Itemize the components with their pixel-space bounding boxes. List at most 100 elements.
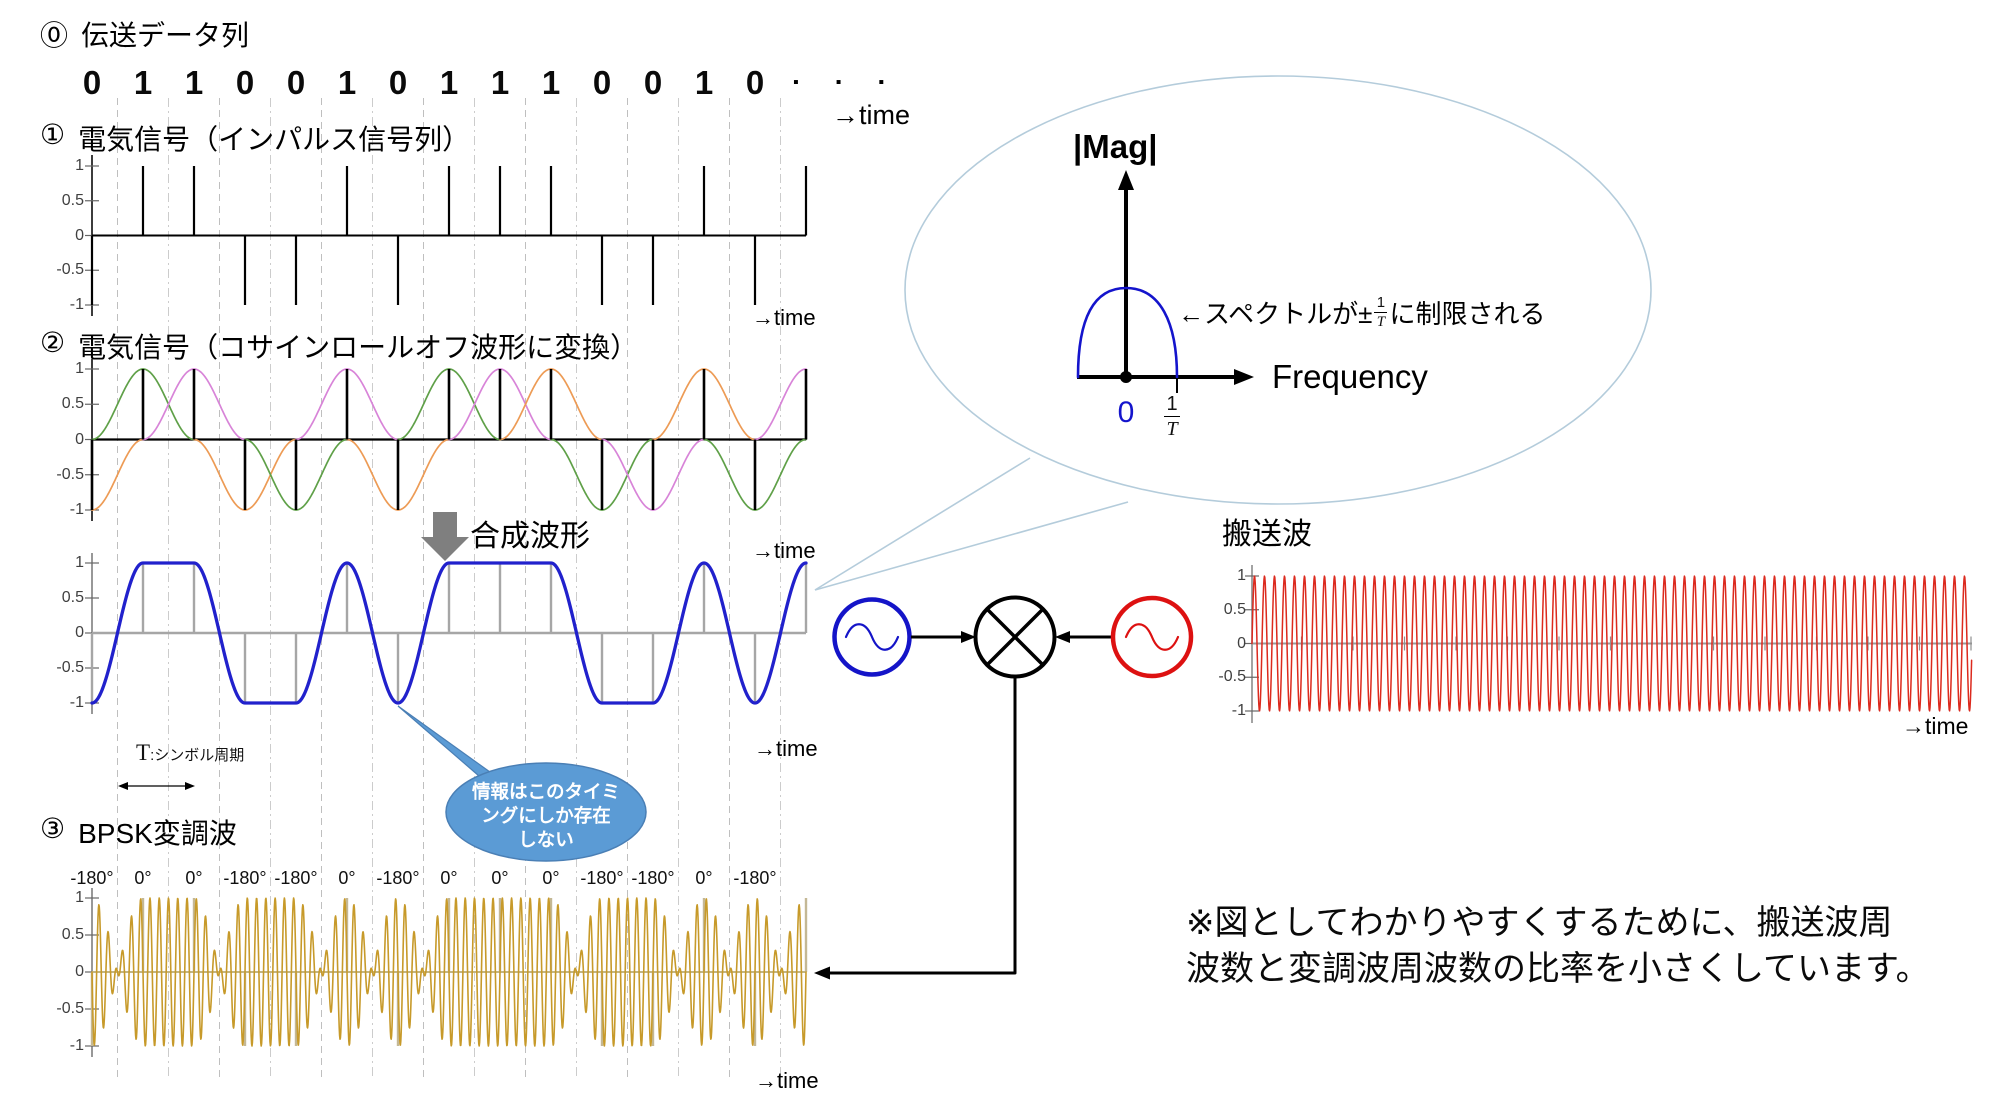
sine-wave-icon <box>844 623 900 651</box>
symbol-period-desc: :シンボル周期 <box>150 747 245 764</box>
fraction-bar <box>1374 311 1388 314</box>
y-tick-label: 1 <box>75 554 84 571</box>
phase-label: 0° <box>134 868 152 888</box>
bit-value: 0 <box>745 64 765 101</box>
section1-number: ① <box>40 119 66 150</box>
phase-label: 0° <box>695 868 713 888</box>
spectrum-origin-label: 0 <box>1117 396 1135 429</box>
y-tick-label: 0 <box>75 226 84 244</box>
y-tick-label: 1 <box>75 360 84 377</box>
y-tick-label: -0.5 <box>56 659 84 676</box>
bit-value: 1 <box>133 64 153 101</box>
phase-label: 0° <box>185 868 203 888</box>
carrier-chart-title: 搬送波 <box>1222 518 1312 551</box>
spectrum-limit-numerator: 1 <box>1166 393 1178 415</box>
down-block-arrow-icon <box>421 512 469 561</box>
bit-value: 0 <box>643 64 663 101</box>
phase-label: 0° <box>542 868 560 888</box>
y-tick-label: 0.5 <box>1223 600 1246 618</box>
section2-title: ② 電気信号（コサインロールオフ波形に変換） <box>40 326 638 366</box>
bit-value: 1 <box>439 64 459 101</box>
bit-value: 1 <box>490 64 510 101</box>
y-tick-label: -1 <box>69 501 84 518</box>
spectrum-limit-denominator: T <box>1166 417 1178 440</box>
multiplier-x <box>986 608 1044 666</box>
y-tick-label: 0.5 <box>61 589 84 606</box>
carrier-waveform-curve <box>1251 575 1973 712</box>
y-tick-label: 0.5 <box>61 395 84 413</box>
section3-number: ③ <box>40 813 66 844</box>
footnote-line1: ※図としてわかりやすくするために、搬送波周 <box>1186 904 1893 942</box>
y-tick-label: 0 <box>75 624 84 641</box>
y-tick-label: -1 <box>69 1037 84 1054</box>
y-tick-label: 0 <box>75 430 84 448</box>
spectrum-callout-tail-fill <box>815 458 1128 590</box>
phase-label: -180° <box>274 868 318 888</box>
spectrum-annotation-fraction: 1 T <box>1374 294 1388 330</box>
spectrum-annotation: ←スペクトルが± 1 T に制限される <box>1178 294 1545 331</box>
info-bubble-line3: しない <box>518 829 574 850</box>
spectrum-mag-axis-label: |Mag| <box>1073 128 1158 165</box>
spectrum-limit-tick-label: 1 T <box>1158 394 1186 439</box>
phase-label: -180° <box>631 868 675 888</box>
symbol-period-symbol: T <box>136 740 151 765</box>
y-tick-label: 1 <box>75 889 84 906</box>
spectrum-lobe-curve <box>1076 286 1179 379</box>
phase-label: 0° <box>338 868 356 888</box>
phase-label: -180° <box>733 868 777 888</box>
bit-ellipsis: ▪▪▪ <box>793 74 922 91</box>
bit-value: 1 <box>337 64 357 101</box>
mixer-output-arrowhead <box>814 966 830 980</box>
time-label-top: →time <box>832 100 911 130</box>
y-tick-label: 1 <box>1237 567 1246 584</box>
bit-value: 0 <box>388 64 408 101</box>
section0-title: ⓪ 伝送データ列 <box>40 14 249 54</box>
footnote-line2: 波数と変調波周波数の比率を小さくしています。 <box>1186 950 1930 988</box>
composite-waveform-curve <box>90 561 808 705</box>
section3-title: ③ BPSK変調波 <box>40 812 237 852</box>
symbol-period-arrowhead-left <box>118 782 128 790</box>
composite-waveform-label: 合成波形 <box>470 520 590 553</box>
spectrum-callout-tail-edge <box>814 457 1031 591</box>
section2-number: ② <box>40 327 66 358</box>
mixer-input-arrowhead-right <box>1055 631 1070 643</box>
y-tick-label: -0.5 <box>56 261 84 279</box>
time-label-carrier-chart: →time <box>1902 713 1969 739</box>
y-tick-label: 1 <box>75 157 84 174</box>
spectrum-frequency-axis-label: Frequency <box>1272 358 1428 395</box>
phase-label: -180° <box>223 868 267 888</box>
section1-title: ① 電気信号（インパルス信号列） <box>40 118 470 158</box>
spectrum-callout-tail-edge <box>814 501 1129 591</box>
info-bubble-line1: 情報はこのタイミ <box>471 781 620 802</box>
sine-wave-icon <box>1124 623 1180 651</box>
time-label-rolloff-chart: →time <box>752 538 816 563</box>
info-bubble <box>445 762 647 862</box>
section0-number: ⓪ <box>40 20 69 51</box>
bit-value: 0 <box>286 64 306 101</box>
y-tick-label: -1 <box>69 296 84 313</box>
bpsk-waveform-curve <box>91 897 807 1047</box>
phase-label: -180° <box>376 868 420 888</box>
annotation-frac-num: 1 <box>1376 294 1386 312</box>
bit-value: 1 <box>541 64 561 101</box>
spectrum-annotation-suffix: に制限される <box>1389 299 1546 329</box>
raised-cosine-pulse <box>754 368 807 441</box>
y-tick-label: 0 <box>1237 634 1246 652</box>
bit-value: 1 <box>184 64 204 101</box>
y-tick-label: -0.5 <box>1218 668 1246 686</box>
section3-label: BPSK変調波 <box>78 818 237 849</box>
spectrum-origin-dot <box>1120 371 1132 383</box>
annotation-frac-den: T <box>1376 313 1386 330</box>
y-tick-label: 0.5 <box>61 926 84 943</box>
info-bubble-line2: ングにしか存在 <box>481 805 611 826</box>
fraction-bar <box>1164 415 1180 418</box>
y-tick-label: -0.5 <box>56 1000 84 1017</box>
frequency-axis-arrowhead <box>1234 369 1254 385</box>
mag-axis-arrowhead <box>1118 170 1134 190</box>
phase-label: 0° <box>491 868 509 888</box>
y-tick-label: -0.5 <box>56 465 84 483</box>
phase-label: -180° <box>70 868 114 888</box>
bit-value: 0 <box>235 64 255 101</box>
